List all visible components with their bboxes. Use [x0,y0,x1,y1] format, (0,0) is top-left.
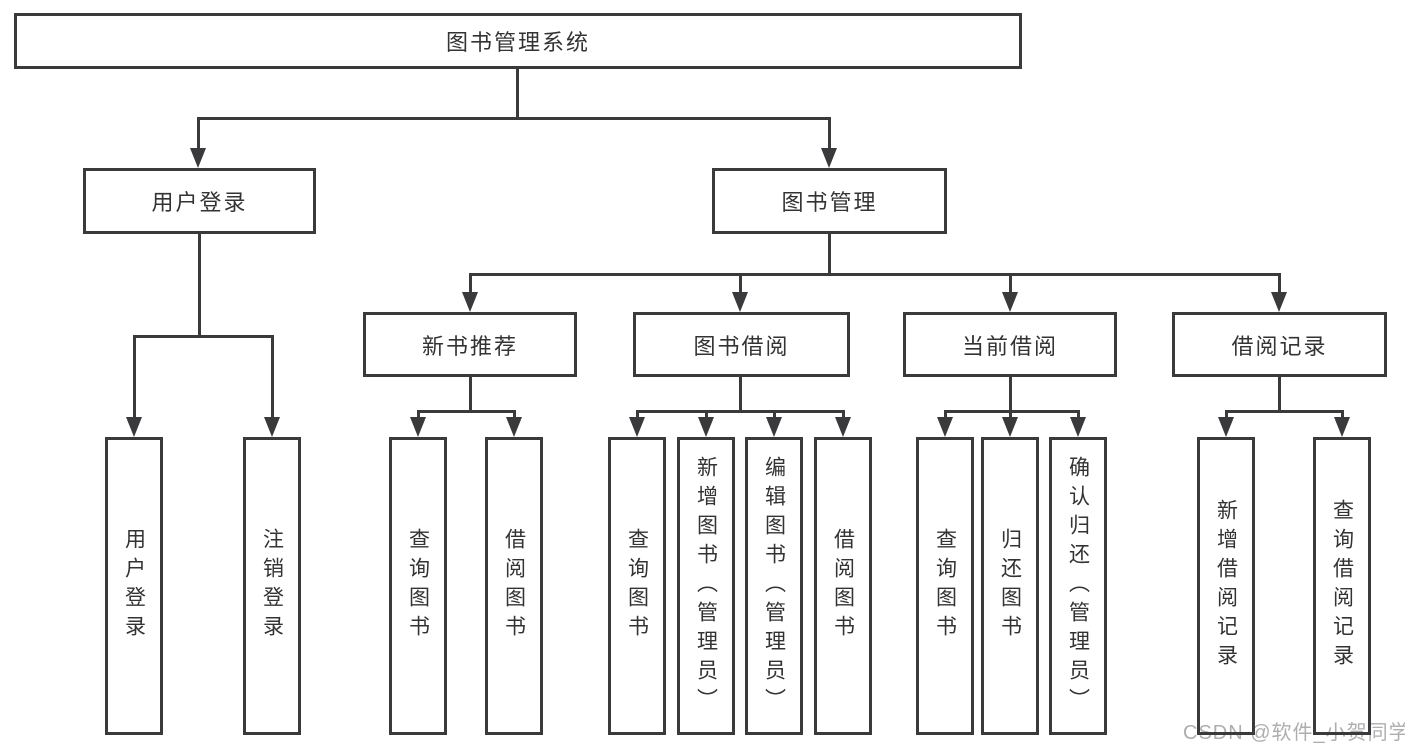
node-label: 用户登录 [151,190,248,215]
connector-line [271,335,274,417]
node-label: 借阅记录 [1231,333,1328,359]
arrowhead-down-icon [190,148,206,168]
leaf-label: 查询图书 [406,528,430,644]
leaf-query-books-recommend: 查询图书 [389,437,447,735]
arrowhead-down-icon [821,148,837,168]
node-current-borrowing: 当前借阅 [903,312,1117,377]
arrowhead-down-icon [126,417,142,437]
leaf-label: 确认归还（管理员） [1066,455,1090,717]
connector-line [469,273,472,292]
connector-line [197,117,200,148]
connector-line [1009,377,1012,410]
leaf-user-login: 用户登录 [105,437,163,735]
connector-line [1341,410,1344,417]
connector-line [773,410,776,417]
node-label: 图书管理系统 [445,30,590,55]
node-borrowing-records: 借阅记录 [1172,312,1387,377]
arrowhead-down-icon [1070,417,1086,437]
connector-line [705,410,708,417]
connector-line [133,335,136,417]
leaf-label: 新增借阅记录 [1214,499,1238,673]
arrowhead-down-icon [506,417,522,437]
connector-line [636,410,845,413]
leaf-label: 用户登录 [122,528,146,644]
node-label: 当前借阅 [961,333,1058,359]
watermark-text: CSDN @软件_小贺同学 [1183,722,1405,744]
connector-line [198,233,201,335]
connector-line [828,233,831,273]
leaf-label: 借阅图书 [502,528,526,644]
leaf-borrow-books-recommend: 借阅图书 [485,437,543,735]
connector-line [944,410,947,417]
connector-line [842,410,845,417]
leaf-query-books-current: 查询图书 [916,437,974,735]
leaf-label: 查询借阅记录 [1330,499,1354,673]
connector-line [1225,410,1228,417]
leaf-edit-book-admin: 编辑图书（管理员） [745,437,803,735]
leaf-label: 编辑图书（管理员） [762,455,786,717]
arrowhead-down-icon [1002,417,1018,437]
node-label: 图书管理 [781,190,878,215]
leaf-label: 查询图书 [933,528,957,644]
connector-line [828,117,831,148]
connector-line [636,410,639,417]
connector-line [739,273,742,292]
arrowhead-down-icon [410,417,426,437]
leaf-label: 查询图书 [625,528,649,644]
connector-line [469,377,472,410]
connector-line [944,410,1080,413]
connector-line [133,335,274,338]
arrowhead-down-icon [1002,292,1018,312]
connector-line [516,69,519,117]
node-book-management: 图书管理 [712,168,947,234]
leaf-return-book: 归还图书 [981,437,1039,735]
node-label: 图书借阅 [693,333,790,359]
arrowhead-down-icon [835,417,851,437]
connector-line [1278,273,1281,292]
leaf-confirm-return-admin: 确认归还（管理员） [1049,437,1107,735]
connector-line [1077,410,1080,417]
connector-line [417,410,516,413]
node-book-borrowing: 图书借阅 [633,312,850,377]
connector-line [1278,377,1281,410]
node-user-login: 用户登录 [83,168,316,234]
leaf-query-books-borrowing: 查询图书 [608,437,666,735]
leaf-label: 注销登录 [260,528,284,644]
arrowhead-down-icon [766,417,782,437]
arrowhead-down-icon [629,417,645,437]
arrowhead-down-icon [732,292,748,312]
connector-line [417,410,420,417]
arrowhead-down-icon [264,417,280,437]
node-new-book-recommend: 新书推荐 [363,312,577,377]
connector-line [1009,410,1012,417]
arrowhead-down-icon [1334,417,1350,437]
arrowhead-down-icon [698,417,714,437]
connector-line [1225,410,1344,413]
arrowhead-down-icon [462,292,478,312]
leaf-logout: 注销登录 [243,437,301,735]
connector-line [513,410,516,417]
arrowhead-down-icon [1271,292,1287,312]
leaf-label: 借阅图书 [831,528,855,644]
leaf-label: 新增图书（管理员） [694,455,718,717]
arrowhead-down-icon [1218,417,1234,437]
leaf-add-book-admin: 新增图书（管理员） [677,437,735,735]
connector-line [1009,273,1012,292]
node-label: 新书推荐 [421,333,518,359]
arrowhead-down-icon [937,417,953,437]
connector-line [739,377,742,410]
connector-line [197,117,831,120]
leaf-add-borrow-record: 新增借阅记录 [1197,437,1255,735]
connector-line [469,273,1281,276]
leaf-borrow-books-borrowing: 借阅图书 [814,437,872,735]
node-library-management-system: 图书管理系统 [14,13,1022,69]
leaf-label: 归还图书 [998,528,1022,644]
leaf-query-borrow-record: 查询借阅记录 [1313,437,1371,735]
